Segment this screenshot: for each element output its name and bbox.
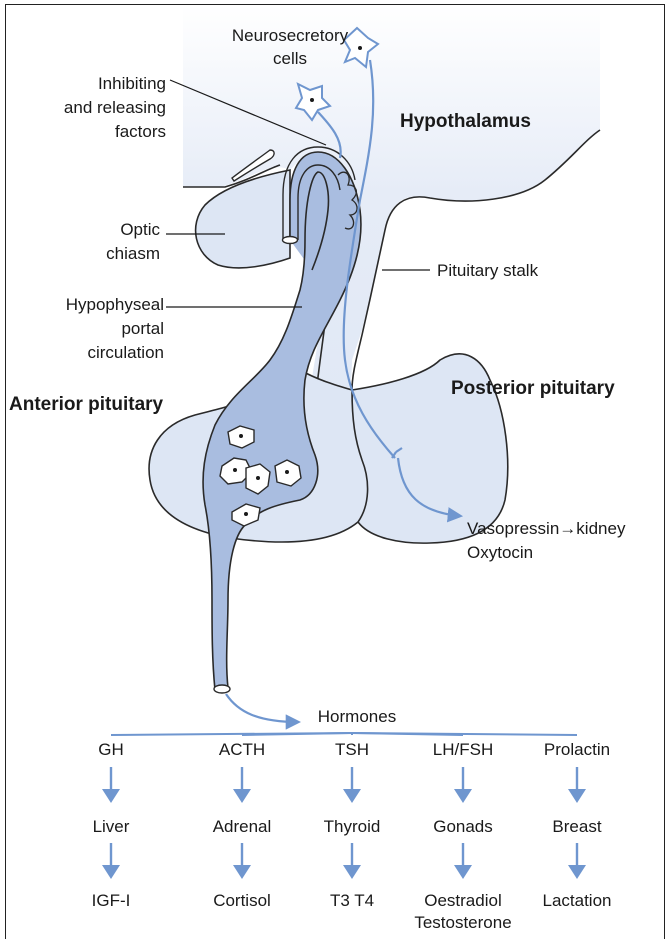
- label-portal: portal: [121, 319, 164, 338]
- label-oxytocin: Oxytocin: [467, 543, 533, 562]
- product-lh-fsh-1: Testosterone: [414, 913, 511, 932]
- product-lh-fsh-0: Oestradiol: [424, 891, 501, 910]
- label-and-releasing: and releasing: [64, 98, 166, 117]
- hormone-lh-fsh: LH/FSH: [433, 740, 493, 759]
- hormone-prolactin: Prolactin: [544, 740, 610, 759]
- cell-nucleus: [285, 470, 289, 474]
- arrow-to-target-lh-fsh-head: [454, 789, 472, 803]
- label-vasopressin-line: Vasopressin→kidney: [467, 519, 626, 538]
- target-gh: Liver: [93, 817, 130, 836]
- arrow-to-target-prolactin-head: [568, 789, 586, 803]
- product-tsh: T3 T4: [330, 891, 374, 910]
- arrow-to-target-acth-head: [233, 789, 251, 803]
- label-optic: Optic: [120, 220, 160, 239]
- hormone-axes: GH Liver ACTH Adrenal TSH Thyroid LH/FSH Gonads…: [93, 740, 611, 879]
- hormones-arrow: [226, 694, 298, 722]
- arrow-to-product-lh-fsh-head: [454, 865, 472, 879]
- label-chiasm: chiasm: [106, 244, 160, 263]
- hormone-tsh: TSH: [335, 740, 369, 759]
- branch-prolactin: [352, 733, 577, 735]
- label-neurosecretory-cells: cells: [273, 49, 307, 68]
- label-circulation: circulation: [87, 343, 164, 362]
- cell-nucleus: [256, 476, 260, 480]
- label-posterior-pituitary: Posterior pituitary: [451, 378, 615, 399]
- label-vasopressin: Vasopressin: [467, 519, 559, 538]
- label-hypothalamus: Hypothalamus: [400, 111, 531, 132]
- cell-nucleus: [358, 46, 362, 50]
- arrow-to-target-gh-head: [102, 789, 120, 803]
- target-tsh: Thyroid: [324, 817, 381, 836]
- cell-nucleus: [244, 512, 248, 516]
- target-acth: Adrenal: [213, 817, 272, 836]
- label-factors: factors: [115, 122, 166, 141]
- product-acth: Cortisol: [213, 891, 271, 910]
- label-hypophyseal: Hypophyseal: [66, 295, 164, 314]
- label-anterior-pituitary: Anterior pituitary: [9, 394, 164, 415]
- product-gh: IGF-I: [92, 891, 131, 910]
- portal-outlet: [214, 685, 230, 693]
- hormone-branches: [111, 733, 577, 735]
- target-lh-fsh: Gonads: [433, 817, 493, 836]
- target-prolactin: Breast: [552, 817, 601, 836]
- label-pituitary-stalk: Pituitary stalk: [437, 261, 539, 280]
- cell-nucleus: [310, 98, 314, 102]
- portal-tube-opening: [283, 237, 298, 244]
- product-prolactin: Lactation: [543, 891, 612, 910]
- hormone-gh: GH: [98, 740, 124, 759]
- arrow-to-product-tsh-head: [343, 865, 361, 879]
- arrow-glyph: →: [559, 519, 576, 538]
- label-neurosecretory: Neurosecretory: [232, 26, 349, 45]
- label-kidney: kidney: [576, 519, 626, 538]
- hormone-acth: ACTH: [219, 740, 265, 759]
- arrow-to-product-gh-head: [102, 865, 120, 879]
- cell-nucleus: [239, 434, 243, 438]
- cell-nucleus: [233, 468, 237, 472]
- arrow-to-product-prolactin-head: [568, 865, 586, 879]
- arrow-to-target-tsh-head: [343, 789, 361, 803]
- label-inhibiting: Inhibiting: [98, 74, 166, 93]
- label-hormones: Hormones: [318, 707, 396, 726]
- arrow-to-product-acth-head: [233, 865, 251, 879]
